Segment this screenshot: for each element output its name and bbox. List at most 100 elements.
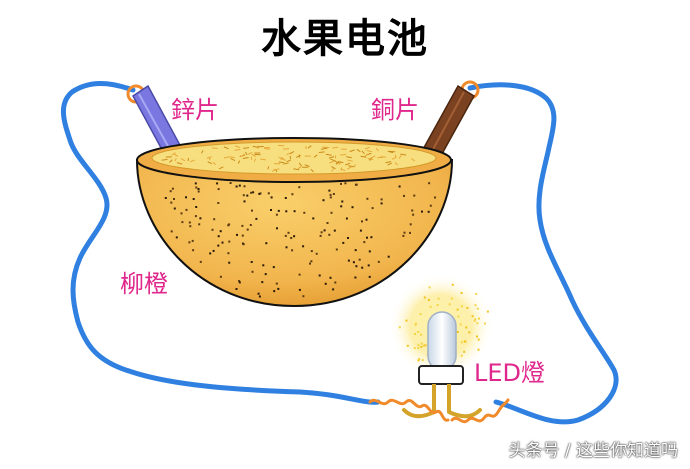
pulp-fiber <box>243 147 250 149</box>
pulp-fiber <box>223 146 229 150</box>
pulp-fiber <box>367 157 374 161</box>
pulp-fiber <box>345 162 351 166</box>
peel-speckle <box>194 182 197 185</box>
glow-spark <box>457 315 460 318</box>
peel-speckle <box>217 235 220 238</box>
peel-speckle <box>257 292 260 295</box>
peel-speckle <box>291 193 294 196</box>
glow-spark <box>477 338 480 341</box>
pulp-fiber <box>330 158 336 162</box>
pulp-fiber <box>161 158 168 161</box>
copper-strip-label: 銅片 <box>371 96 419 124</box>
peel-speckle <box>290 237 293 239</box>
glow-spark <box>460 354 463 357</box>
peel-speckle <box>270 196 273 199</box>
peel-speckle <box>428 182 431 185</box>
peel-speckle <box>298 186 301 189</box>
peel-speckle <box>340 182 342 185</box>
peel-speckle <box>258 192 261 195</box>
peel-speckle <box>335 248 338 251</box>
peel-speckle <box>409 223 412 226</box>
pulp-fiber <box>331 166 336 170</box>
orange-label: 柳橙 <box>120 270 168 298</box>
pulp-fiber <box>234 149 241 151</box>
glow-spark <box>486 310 489 313</box>
pulp-fiber <box>267 166 270 170</box>
peel-speckle <box>355 265 358 268</box>
peel-speckle <box>192 198 195 200</box>
peel-speckle <box>228 240 231 243</box>
pulp-fiber <box>331 168 334 172</box>
pulp-fiber <box>385 161 392 164</box>
pulp-fiber <box>264 146 271 149</box>
pulp-fiber <box>329 160 335 164</box>
pulp-fiber <box>223 156 230 159</box>
peel-speckle <box>255 217 258 220</box>
glow-spark <box>460 292 463 294</box>
peel-speckle <box>403 194 405 197</box>
peel-speckle <box>359 229 362 232</box>
peel-speckle <box>329 193 332 196</box>
peel-speckle <box>185 196 187 199</box>
peel-speckle <box>213 218 216 221</box>
peel-speckle <box>368 250 371 253</box>
pulp-fiber <box>361 150 365 155</box>
peel-speckle <box>192 249 195 252</box>
peel-speckle <box>427 210 430 213</box>
peel-speckle <box>199 260 202 263</box>
glow-spark <box>475 292 478 295</box>
peel-speckle <box>332 288 335 291</box>
peel-speckle <box>312 217 315 220</box>
pulp-fiber <box>332 146 339 149</box>
peel-speckle <box>241 234 244 237</box>
glow-spark <box>420 342 423 345</box>
glow-spark <box>421 359 424 362</box>
pulp-fiber <box>208 157 211 161</box>
pulp-fiber <box>247 151 253 155</box>
peel-speckle <box>164 197 167 199</box>
peel-speckle <box>252 191 255 194</box>
peel-speckle <box>250 261 253 263</box>
glow-spark <box>474 304 477 307</box>
pulp-fiber <box>240 153 245 157</box>
glow-spark <box>420 345 423 348</box>
peel-speckle <box>322 199 325 202</box>
glow-spark <box>476 307 479 310</box>
peel-speckle <box>310 250 313 253</box>
peel-speckle <box>217 202 220 204</box>
pulp-fiber <box>340 154 347 156</box>
pulp-fiber <box>387 162 392 166</box>
glow-spark <box>477 348 480 351</box>
peel-speckle <box>189 225 192 228</box>
pulp-fiber <box>366 150 373 153</box>
pulp-fiber <box>173 153 179 157</box>
peel-speckle <box>277 287 280 290</box>
peel-speckle <box>219 230 222 233</box>
peel-speckle <box>366 197 369 200</box>
peel-speckle <box>270 209 272 211</box>
peel-speckle <box>363 241 366 244</box>
glow-spark <box>418 357 421 360</box>
glow-spark <box>413 347 416 349</box>
peel-speckle <box>370 236 373 239</box>
peel-speckle <box>238 184 241 187</box>
peel-speckle <box>329 276 332 279</box>
pulp-fiber <box>237 160 241 164</box>
glow-spark <box>451 283 454 286</box>
led-lead <box>447 408 482 419</box>
orange-pulp <box>151 141 437 175</box>
peel-speckle <box>242 194 245 197</box>
peel-speckle <box>275 282 278 285</box>
pulp-fiber <box>346 156 352 159</box>
pulp-fiber <box>364 146 371 150</box>
glow-spark <box>478 317 480 320</box>
pulp-fiber <box>297 165 302 170</box>
pulp-fiber <box>218 166 224 170</box>
peel-speckle <box>326 222 329 224</box>
pulp-fiber <box>304 164 310 167</box>
peel-speckle <box>273 290 276 293</box>
peel-speckle <box>242 243 245 246</box>
glow-spark <box>436 304 439 306</box>
peel-speckle <box>361 220 363 223</box>
